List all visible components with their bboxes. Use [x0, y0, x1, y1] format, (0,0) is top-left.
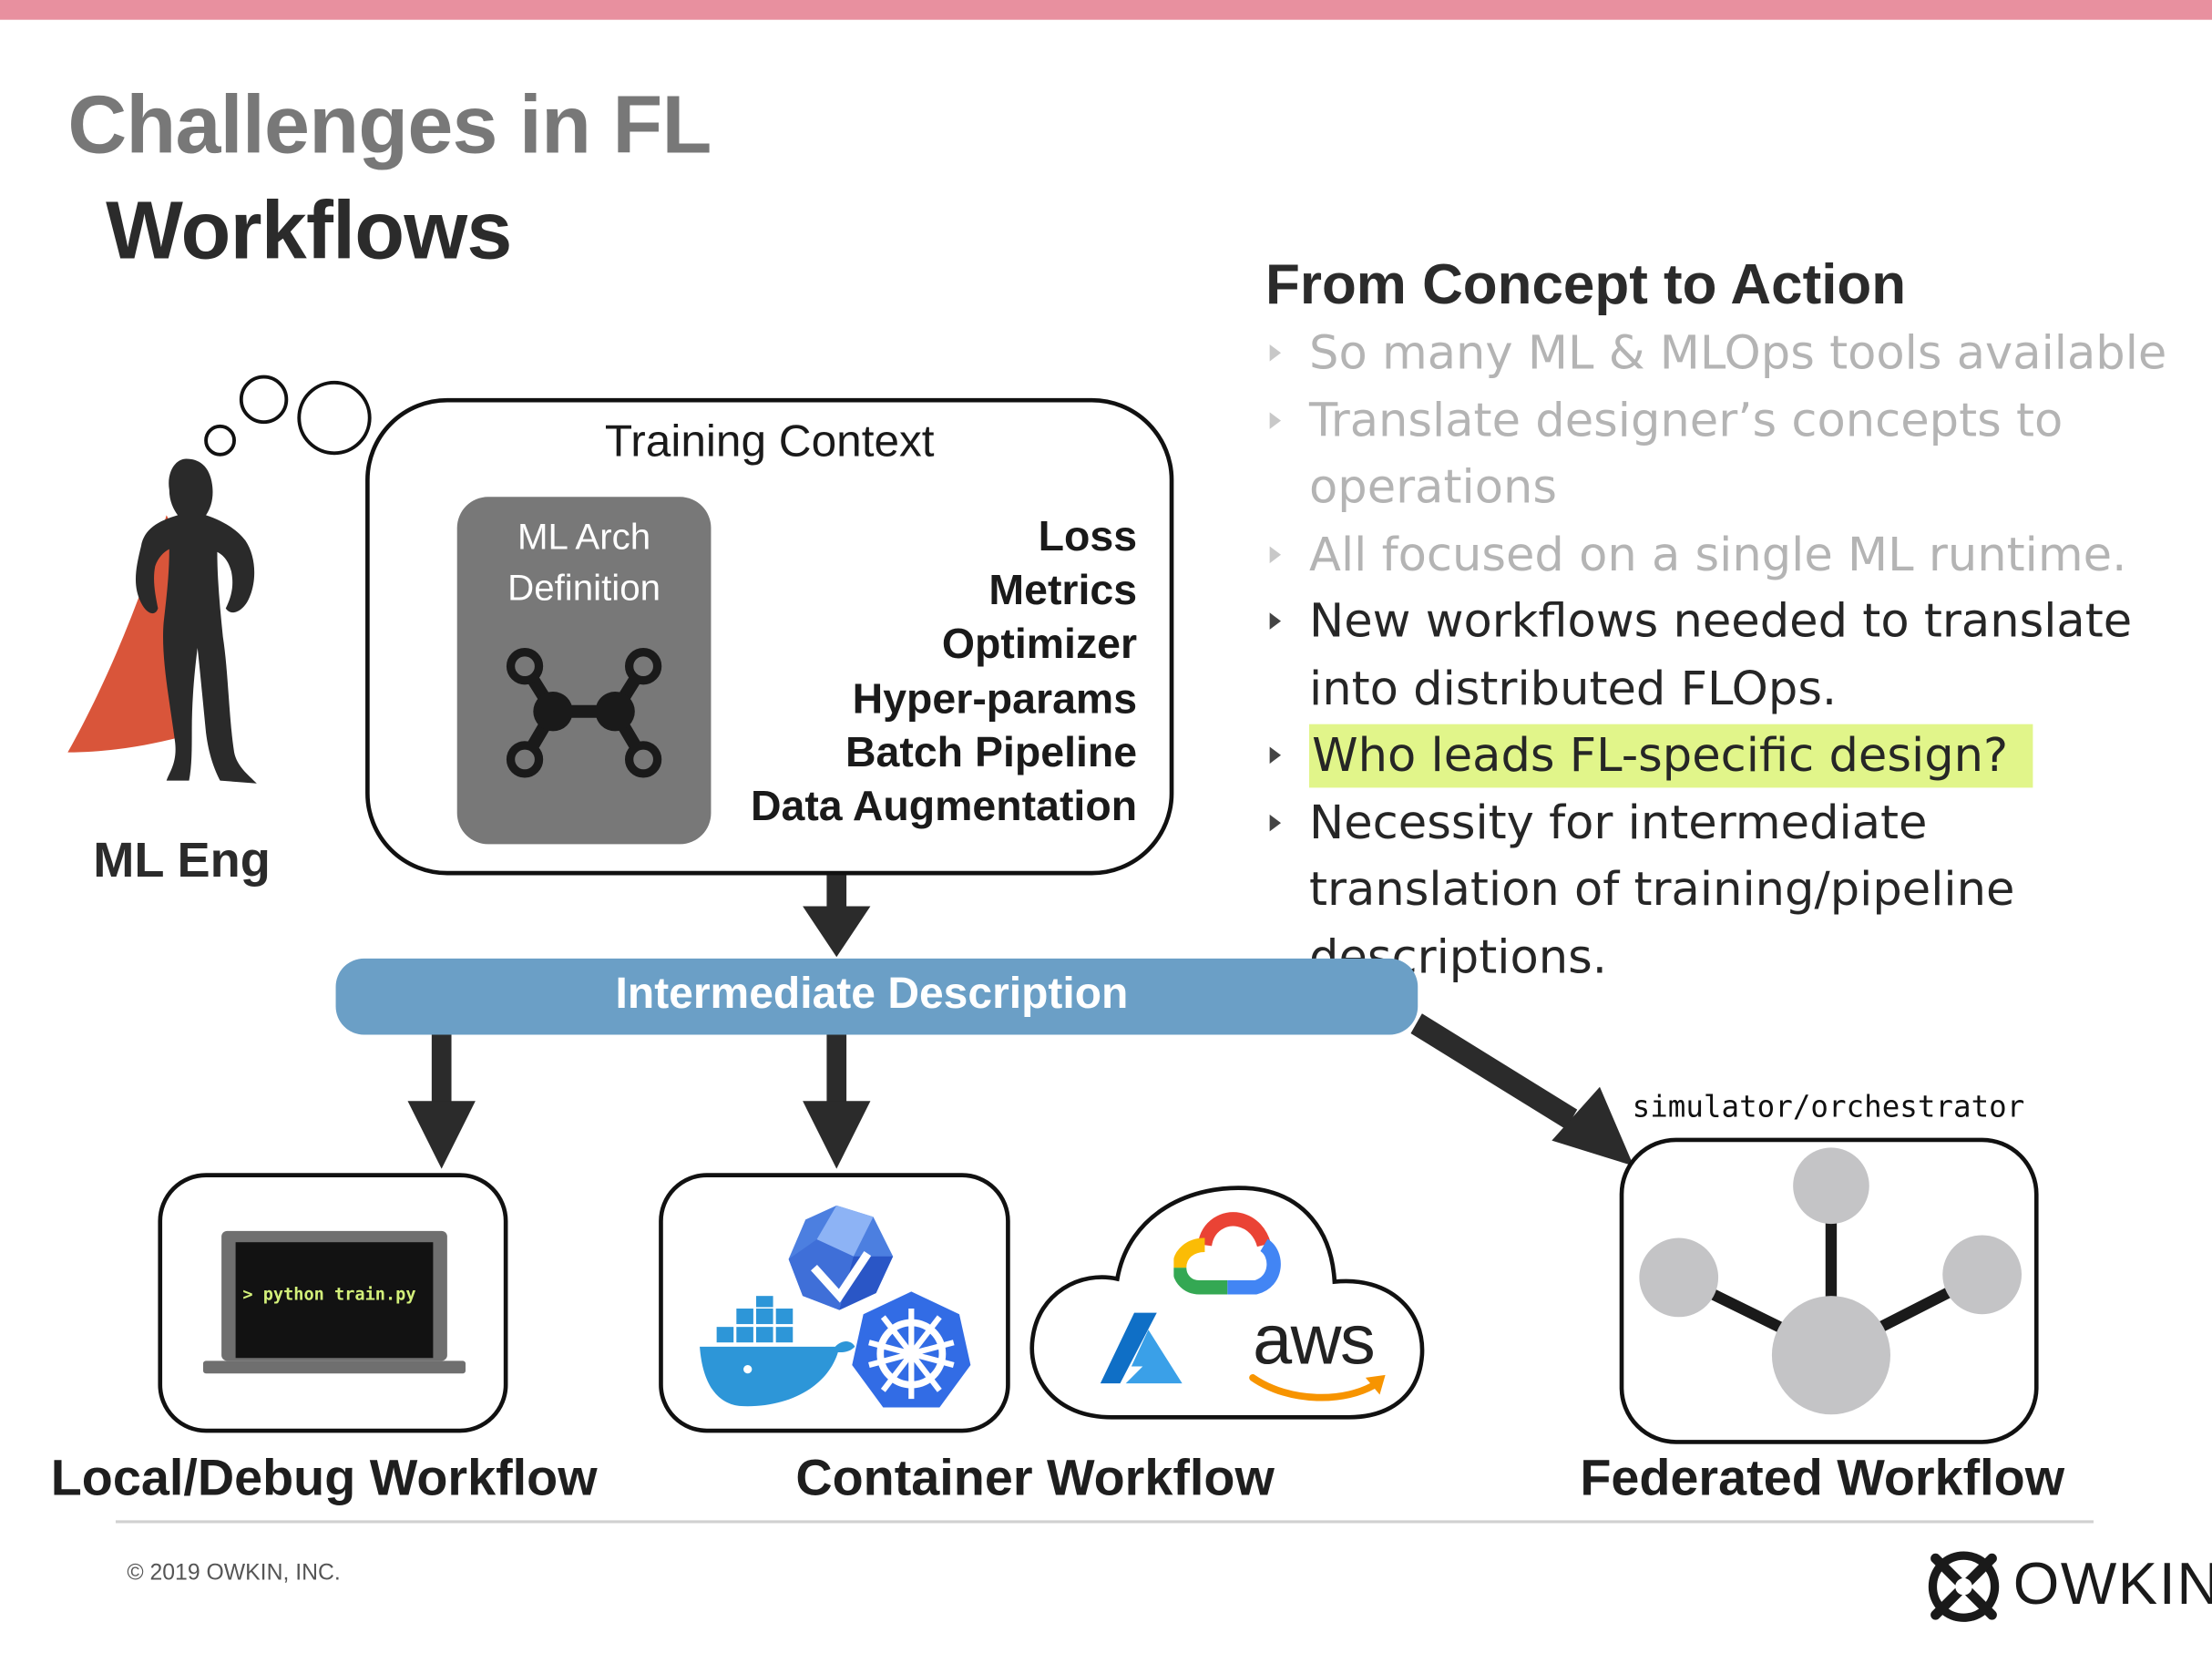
bullet-triangle-icon — [1269, 411, 1282, 429]
bullet-text: So many ML & MLOps tools available — [1309, 324, 2167, 380]
thought-bubble-small — [204, 424, 236, 457]
laptop-icon — [202, 1230, 466, 1374]
federated-node — [1639, 1237, 1719, 1318]
ml-arch-box — [456, 497, 712, 845]
training-item: Metrics — [988, 568, 1138, 615]
arrow-federated-shaft — [1410, 1013, 1578, 1130]
bullet-text-highlighted: Who leads FL-specific design? — [1309, 724, 2034, 788]
container-workflow-label: Container Workflow — [795, 1448, 1275, 1506]
federated-hub-node — [1771, 1296, 1890, 1415]
bullet-triangle-icon — [1269, 344, 1282, 362]
ml-arch-label-line-2: Definition — [507, 566, 661, 609]
azure-icon — [1100, 1312, 1183, 1384]
thought-bubble-medium — [239, 375, 289, 425]
federated-graph-icon — [1639, 1147, 2023, 1415]
aws-smile-icon — [1249, 1374, 1386, 1401]
training-context-title: Training Context — [604, 415, 935, 467]
person-body — [135, 458, 257, 784]
arrow-container-shaft — [826, 1034, 847, 1103]
arrow-federated-head — [1551, 1086, 1634, 1166]
ml-engineer-silhouette-icon — [67, 375, 372, 784]
training-item: Batch Pipeline — [845, 729, 1138, 776]
aws-wordmark: aws — [1253, 1299, 1376, 1380]
bullet-text: All focused on a single ML runtime. — [1309, 526, 2127, 581]
bullet-text: Translate designer’s concepts to operati… — [1309, 391, 2064, 514]
owkin-logo-icon — [1928, 1551, 2000, 1622]
training-item: Data Augmentation — [750, 783, 1138, 830]
bullet-item: Necessity for intermediate translation o… — [1265, 788, 2183, 990]
arrow-down-shaft — [826, 875, 847, 909]
cape — [67, 515, 198, 753]
training-item: Optimizer — [941, 621, 1138, 669]
bullet-item: All focused on a single ML runtime. — [1265, 520, 2183, 588]
bullet-text: Necessity for intermediate translation o… — [1309, 794, 2015, 983]
google-cloud-icon — [1173, 1212, 1281, 1295]
federated-workflow-label: Federated Workflow — [1580, 1448, 2065, 1506]
arrow-container-head — [803, 1101, 871, 1169]
kubeflow-icon — [788, 1205, 894, 1310]
owkin-wordmark: OWKIN — [2012, 1549, 2212, 1617]
bullet-triangle-icon — [1269, 545, 1282, 563]
bullet-item: New workflows needed to translate into d… — [1265, 587, 2183, 721]
top-accent-bar — [0, 0, 2212, 20]
ml-arch-label: ML Arch Definition — [457, 511, 712, 613]
intermediate-description-bar — [335, 958, 1418, 1035]
thought-bubble-large — [297, 380, 372, 456]
kubernetes-icon — [852, 1291, 971, 1408]
ml-arch-label-line-1: ML Arch — [517, 515, 651, 558]
panel-heading: From Concept to Action — [1265, 253, 1907, 316]
training-item: Hyper-params — [852, 675, 1138, 723]
bullet-list: So many ML & MLOps tools available Trans… — [1265, 319, 2183, 990]
docker-icon — [700, 1296, 855, 1407]
bullet-triangle-icon — [1269, 612, 1282, 630]
federated-node — [1793, 1147, 1869, 1225]
federated-node — [1942, 1235, 2023, 1315]
training-item: Loss — [1038, 513, 1138, 560]
terminal-command: > python train.py — [242, 1284, 416, 1305]
persona-label: ML Eng — [93, 832, 271, 888]
bullet-triangle-icon — [1269, 746, 1282, 765]
slide-title-line-2: Workflows — [106, 184, 512, 277]
footer-divider — [115, 1520, 2094, 1524]
training-items-list: Loss Metrics Optimizer Hyper-params Batc… — [677, 511, 1137, 835]
arrow-local-head — [407, 1101, 476, 1169]
bullet-item-highlighted: Who leads FL-specific design? — [1265, 722, 2183, 789]
bullet-text: New workflows needed to translate into d… — [1309, 592, 2133, 715]
arrow-local-shaft — [431, 1034, 452, 1103]
bullet-triangle-icon — [1269, 814, 1282, 831]
local-workflow-label: Local/Debug Workflow — [50, 1448, 598, 1506]
network-graph-icon — [506, 648, 662, 778]
intermediate-description-label: Intermediate Description — [615, 968, 1129, 1018]
copyright-text: © 2019 OWKIN, INC. — [127, 1561, 341, 1586]
simulator-orchestrator-caption: simulator/orchestrator — [1632, 1089, 2025, 1124]
bullet-item: So many ML & MLOps tools available — [1265, 319, 2183, 386]
arrow-down-head — [803, 906, 871, 958]
bullet-item: Translate designer’s concepts to operati… — [1265, 386, 2183, 520]
slide-title-line-1: Challenges in FL — [67, 78, 712, 171]
